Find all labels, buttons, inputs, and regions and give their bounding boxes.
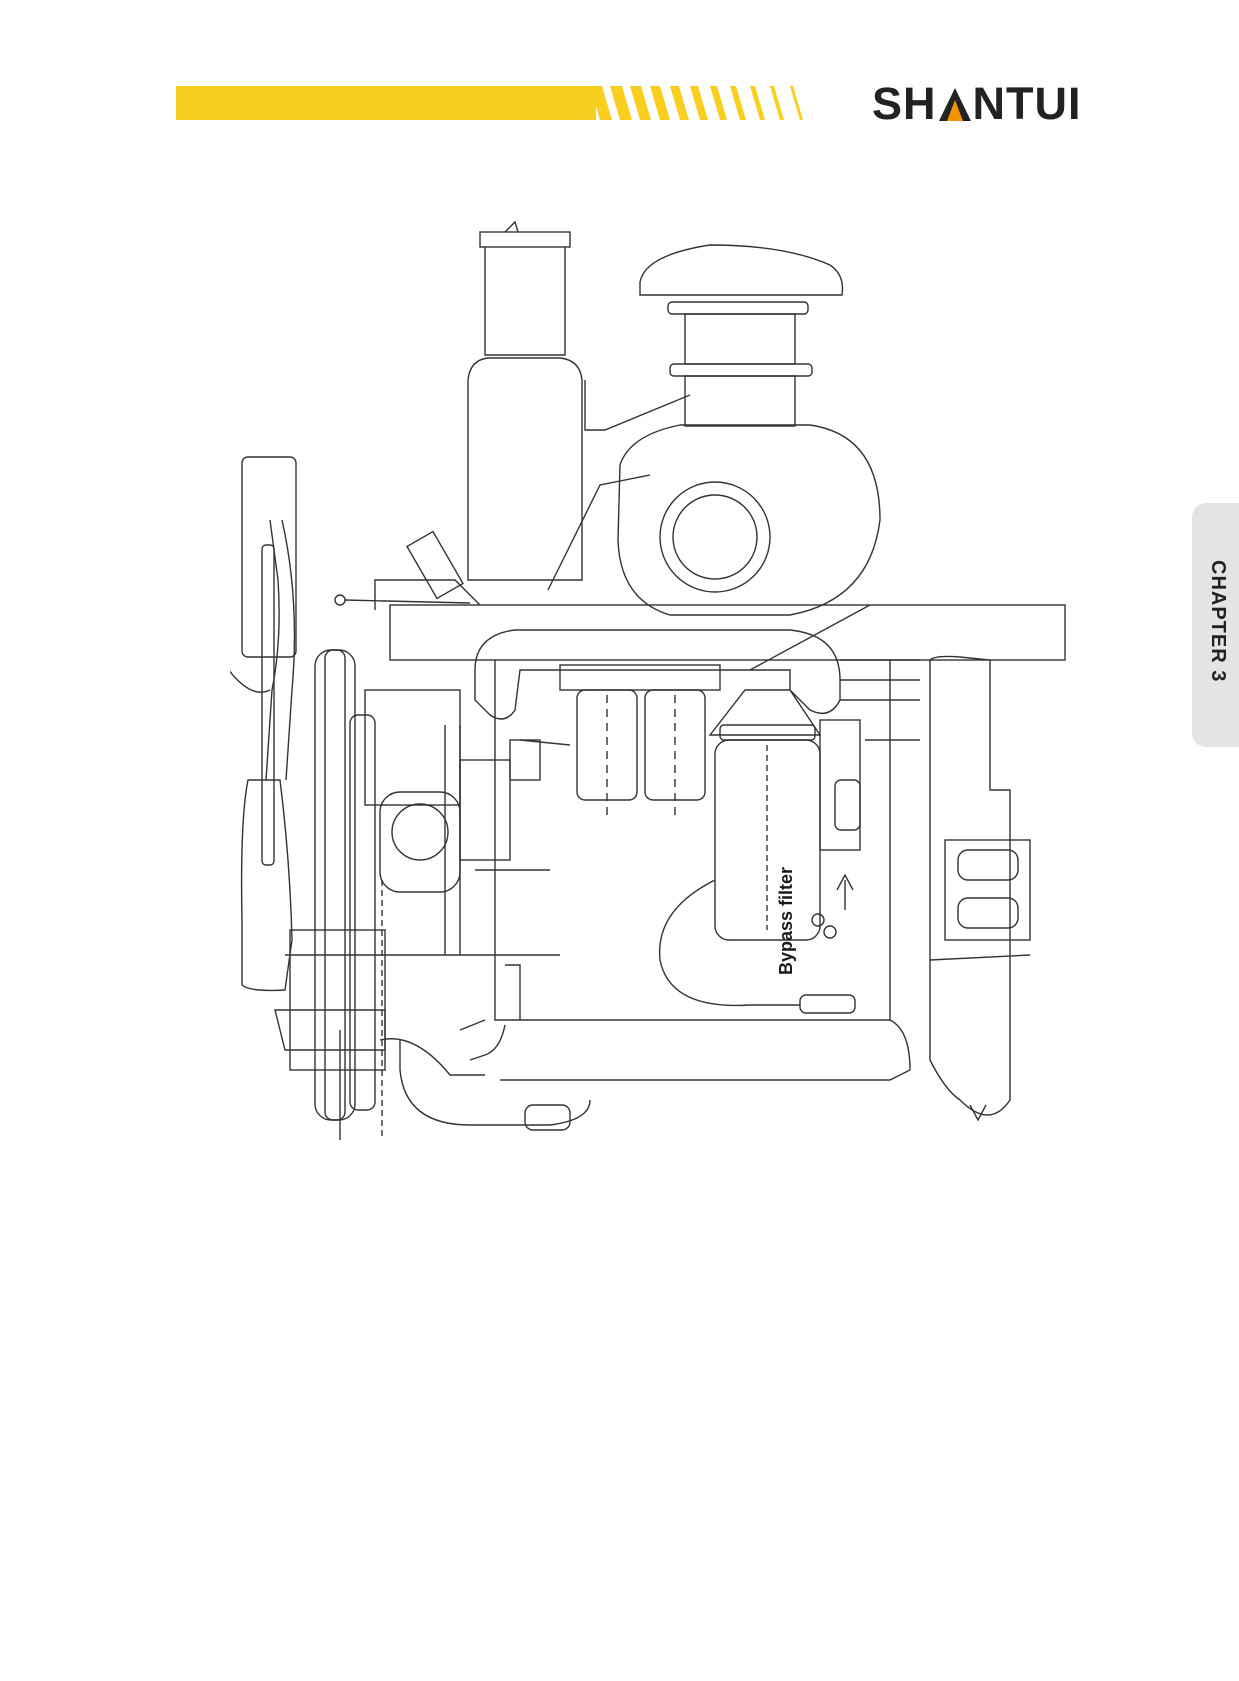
air-cleaner <box>547 244 881 616</box>
chapter-label: CHAPTER 3 <box>1207 560 1229 683</box>
right-fittings <box>749 604 920 939</box>
fan-illustration <box>230 456 297 992</box>
logo-a-mark <box>938 86 972 122</box>
fuel-filters <box>559 664 721 820</box>
bypass-filter <box>658 689 856 1014</box>
header-stripes <box>590 86 803 120</box>
chapter-tab[interactable] <box>1192 503 1239 747</box>
engine-line-drawing <box>230 220 1066 1140</box>
logo-text-left: SH <box>872 78 937 129</box>
page-header: SH NTUI <box>0 0 1239 160</box>
flywheel-housing <box>929 655 1031 1122</box>
exhaust-manifold <box>474 629 841 720</box>
pulley-assembly <box>285 649 560 1140</box>
shantui-logo: SH NTUI <box>872 80 1122 128</box>
engine-block <box>274 530 1066 1131</box>
piping <box>444 725 571 1061</box>
bypass-filter-label: Bypass filter <box>776 866 796 975</box>
header-accent-bar <box>176 86 596 120</box>
oil-filler <box>467 220 583 581</box>
logo-text-right: NTUI <box>972 78 1082 129</box>
